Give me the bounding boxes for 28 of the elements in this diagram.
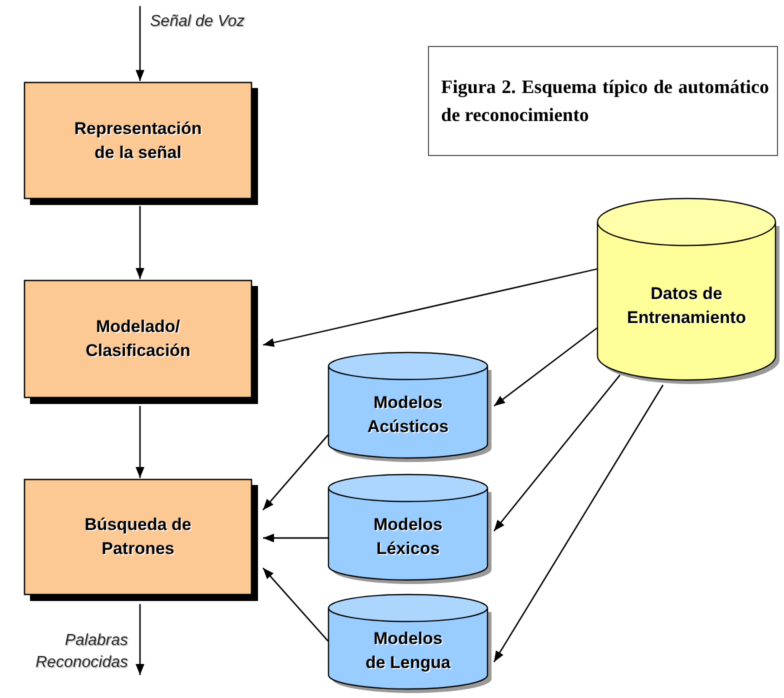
arrow — [493, 374, 621, 532]
process-box — [24, 479, 258, 601]
node-label: Modelado/ Clasificación — [84, 316, 192, 362]
figure-caption: Figura 2. Esquema típico de automático de reconocimiento — [428, 46, 778, 156]
arrow — [136, 406, 144, 478]
database-cylinder — [328, 352, 492, 462]
node-label: Modelos de Lengua — [364, 628, 452, 674]
arrow — [494, 327, 598, 407]
arrow — [262, 434, 329, 510]
arrow — [263, 534, 328, 542]
arrow — [136, 206, 144, 279]
arrow — [136, 604, 144, 675]
node-label: Modelos Léxicos — [372, 514, 444, 560]
node-label: Modelos Acústicos — [366, 392, 450, 438]
edge-label: Palabras Reconocidas — [34, 631, 128, 673]
arrow — [493, 384, 664, 662]
node-label: Representación de la señal — [73, 118, 203, 164]
arrow — [262, 568, 329, 642]
arrow — [262, 268, 598, 347]
process-box — [24, 82, 258, 205]
database-cylinder — [328, 594, 492, 693]
edge-label: Señal de Voz — [150, 12, 245, 32]
arrow — [136, 6, 144, 81]
node-label: Datos de Entrenamiento — [626, 282, 746, 329]
process-box — [24, 280, 258, 404]
node-label: Búsqueda de Patrones — [84, 514, 192, 560]
database-cylinder — [328, 474, 492, 584]
database-cylinder — [597, 198, 780, 384]
